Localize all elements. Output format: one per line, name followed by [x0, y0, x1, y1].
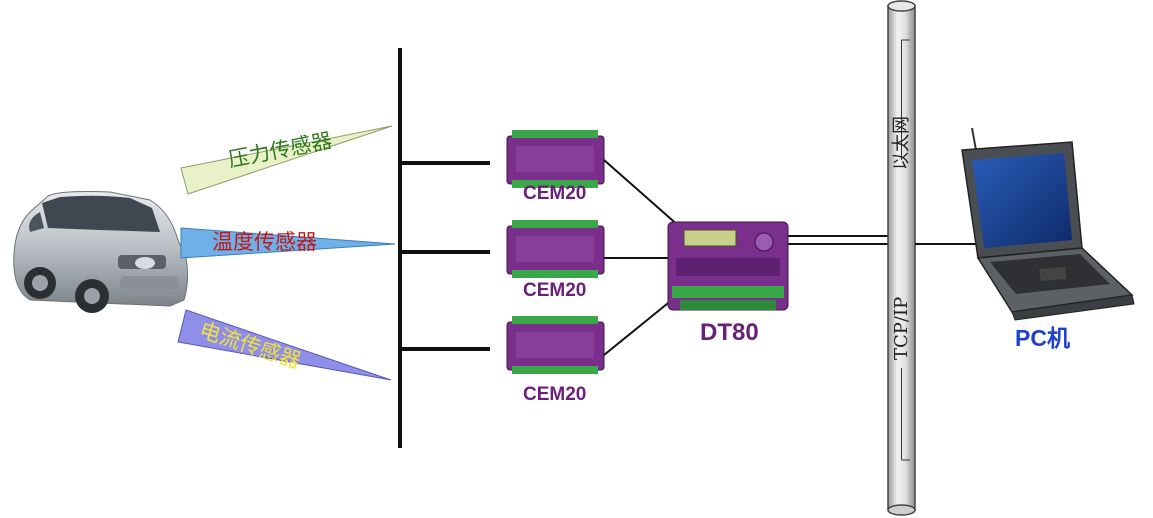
car-image — [13, 191, 189, 313]
cem20-label-2: CEM20 — [523, 280, 586, 301]
dt80-logger — [667, 221, 789, 311]
dt80-label: DT80 — [700, 319, 759, 346]
ethernet-pipe — [887, 0, 916, 516]
cem20-module-3 — [506, 316, 605, 374]
sensor-label-current: 电流传感器 — [196, 318, 303, 373]
cem20-module-1 — [506, 130, 605, 188]
cem20-module-2 — [506, 220, 605, 278]
laptop-image — [961, 127, 1135, 321]
sensor-label-temperature: 温度传感器 — [212, 230, 317, 254]
ethernet-label: 以太网 — [891, 116, 912, 170]
sensor-wedge-pressure — [180, 125, 393, 195]
cem20-label-3: CEM20 — [523, 384, 586, 405]
tcpip-label: TCP/IP — [891, 297, 912, 360]
link-cem1-dt80 — [603, 159, 681, 228]
cem20-label-1: CEM20 — [523, 183, 586, 204]
link-cem3-dt80 — [603, 294, 679, 356]
pc-label: PC机 — [1015, 325, 1070, 351]
sensor-label-pressure: 压力传感器 — [226, 128, 334, 172]
sensor-wedge-current — [177, 309, 392, 381]
sensor-wedge-temperature — [180, 227, 396, 259]
